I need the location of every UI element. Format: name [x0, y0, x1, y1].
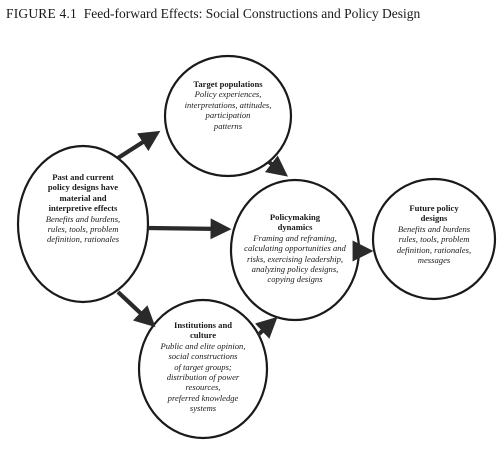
past-policy-designs-title: Past and current policy designs have mat…	[47, 172, 119, 214]
figure-caption: Feed-forward Effects: Social Constructio…	[83, 6, 421, 21]
figure-title: FIGURE 4.1 Feed-forward Effects: Social …	[6, 4, 502, 24]
past-policy-designs-node: Past and current policy designs have mat…	[31, 172, 135, 245]
past-policy-designs-ellipse	[16, 144, 150, 304]
arrow-group	[116, 130, 374, 339]
arrow-target-to-policymaking	[264, 155, 288, 177]
arrow-past-to-institutions	[116, 290, 156, 328]
future-policy-designs-ellipse	[371, 177, 497, 301]
institutions-culture-title: Institutions and culture	[173, 320, 233, 341]
target-populations-desc: Policy experiences, interpretations, att…	[184, 89, 272, 131]
institutions-culture-desc: Public and elite opinion, social constru…	[160, 340, 246, 414]
past-policy-designs-desc: Benefits and burdens, rules, tools, prob…	[45, 213, 121, 245]
future-policy-designs-desc: Benefits and burdens rules, tools, probl…	[396, 223, 472, 266]
institutions-culture-ellipse	[137, 298, 269, 440]
policymaking-dynamics-title: Policymaking dynamics	[269, 212, 321, 233]
figure-number: FIGURE 4.1	[6, 6, 78, 21]
arrow-institutions-to-policymaking	[255, 316, 278, 339]
ellipse-group	[16, 54, 497, 440]
target-populations-node: Target populations Policy experiences, i…	[170, 79, 286, 131]
policymaking-dynamics-desc: Framing and reframing, calculating oppor…	[244, 232, 346, 285]
institutions-culture-node: Institutions and culture Public and elit…	[146, 320, 260, 414]
target-populations-title: Target populations	[193, 79, 263, 89]
arrow-past-to-policymaking	[147, 218, 232, 240]
future-policy-designs-node: Future policy designs Benefits and burde…	[380, 203, 488, 265]
policymaking-dynamics-node: Policymaking dynamics Framing and refram…	[233, 212, 357, 285]
target-populations-ellipse	[163, 54, 293, 178]
future-policy-designs-title: Future policy designs	[409, 203, 459, 224]
arrow-past-to-target	[116, 130, 161, 160]
